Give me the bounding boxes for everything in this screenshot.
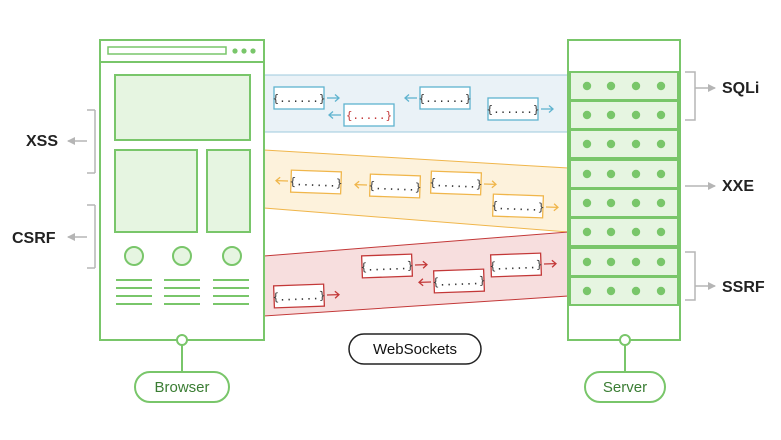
server-led <box>656 139 666 149</box>
message-text: {......} <box>289 175 342 190</box>
right-attack-brackets <box>685 71 716 301</box>
server-led <box>631 110 641 120</box>
server-led <box>582 227 592 237</box>
message-text: {......} <box>368 179 421 194</box>
attack-label-csrf: CSRF <box>12 230 56 247</box>
browser-label: Browser <box>134 371 230 403</box>
message-frame: {......} <box>491 193 559 219</box>
server-led <box>656 169 666 179</box>
server-led <box>606 286 616 296</box>
attack-label-sqli: SQLi <box>722 80 759 97</box>
message-frame: {......} <box>360 253 428 279</box>
server-led <box>631 198 641 208</box>
message-box <box>368 173 422 199</box>
message-text: {......} <box>491 199 544 214</box>
message-box <box>491 193 545 219</box>
message-box <box>432 268 486 294</box>
message-frame: {......} <box>275 169 343 195</box>
message-arrow-head <box>334 94 340 102</box>
left-attack-brackets <box>67 109 96 269</box>
message-arrow-head <box>275 176 281 185</box>
server-label-text: Server <box>603 379 647 396</box>
message-arrow-head <box>418 278 424 287</box>
server-led <box>631 257 641 267</box>
message-box <box>272 283 326 309</box>
server-led <box>606 169 616 179</box>
message-box <box>289 169 343 195</box>
message-text: {......} <box>432 274 485 289</box>
server-label: Server <box>584 371 666 403</box>
message-box <box>487 97 539 121</box>
message-box <box>360 253 414 279</box>
message-text: {......} <box>272 289 325 304</box>
attack-label-xxe: XXE <box>722 178 754 195</box>
server-led <box>582 110 592 120</box>
websockets-label: WebSockets <box>348 333 482 365</box>
server-led <box>631 81 641 91</box>
message-text: {.....} <box>346 109 392 122</box>
server-led <box>631 169 641 179</box>
message-arrow-head <box>422 260 428 269</box>
message-arrow-head <box>334 290 340 299</box>
message-layer: {......} {.....} {......} {......} {......} {… <box>272 86 559 309</box>
message-box <box>489 252 543 278</box>
message-arrow-head <box>553 203 559 212</box>
browser-label-text: Browser <box>154 379 209 396</box>
server-led <box>582 169 592 179</box>
server-led <box>631 139 641 149</box>
message-frame: {......} <box>418 268 486 294</box>
server-led <box>606 257 616 267</box>
server-led <box>606 110 616 120</box>
attack-label-xss: XSS <box>26 133 58 150</box>
message-frame: {......} <box>272 283 340 309</box>
attack-label-ssrf: SSRF <box>722 279 765 296</box>
server-led <box>631 286 641 296</box>
message-text: {......} <box>489 258 542 273</box>
websockets-label-text: WebSockets <box>373 341 457 358</box>
message-text: {......} <box>273 92 326 105</box>
server-led <box>582 81 592 91</box>
message-arrow-head <box>491 180 497 189</box>
server-led <box>606 227 616 237</box>
server-led <box>582 139 592 149</box>
server-led <box>656 81 666 91</box>
server-led <box>656 110 666 120</box>
message-box <box>273 86 325 110</box>
server-led <box>606 81 616 91</box>
message-arrow-head <box>404 94 410 102</box>
server-led <box>582 198 592 208</box>
message-text: {......} <box>429 176 482 191</box>
message-text: {......} <box>487 103 540 116</box>
server-rack-icon <box>567 39 681 372</box>
message-text: {......} <box>419 92 472 105</box>
message-arrow-head <box>328 111 334 119</box>
server-led <box>582 286 592 296</box>
message-box <box>343 103 395 127</box>
server-led <box>606 139 616 149</box>
server-led <box>656 227 666 237</box>
message-frame: {......} <box>273 86 340 110</box>
message-box <box>419 86 471 110</box>
message-frame: {......} <box>489 252 557 278</box>
server-led <box>656 286 666 296</box>
server-led <box>656 198 666 208</box>
server-led <box>606 198 616 208</box>
message-frame: {......} <box>429 170 497 196</box>
message-arrow-head <box>551 259 557 268</box>
browser-window-icon <box>99 39 265 372</box>
message-frame: {......} <box>404 86 472 110</box>
message-frame: {......} <box>354 173 422 199</box>
server-led <box>631 227 641 237</box>
message-box <box>429 170 483 196</box>
message-arrow-head <box>548 105 554 113</box>
server-led <box>656 257 666 267</box>
message-frame: {.....} <box>328 103 395 127</box>
message-frame: {......} <box>487 97 554 121</box>
message-text: {......} <box>360 259 413 274</box>
message-arrow-head <box>354 180 360 189</box>
server-led <box>582 257 592 267</box>
